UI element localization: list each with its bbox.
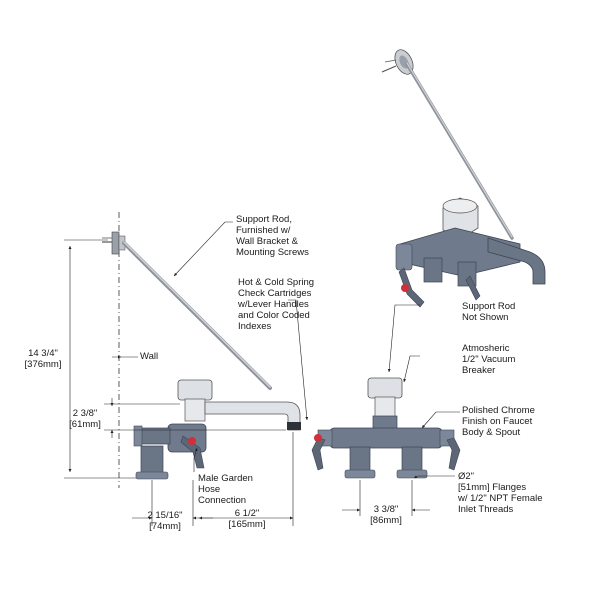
vacuum-breaker <box>177 379 213 401</box>
callout-rod-not-shown: Support Rod Not Shown <box>462 301 516 323</box>
dim-overall-height: 14 3/4" [376mm] <box>24 348 62 370</box>
callout-wall: Wall <box>140 351 159 362</box>
isometric-view <box>381 49 546 308</box>
dim-spout-reach: 6 1/2" [165mm] <box>228 508 266 530</box>
front-view <box>311 377 461 479</box>
inlet-side <box>140 445 164 475</box>
lever-handle-hot <box>311 437 326 471</box>
faucet-body-front <box>329 427 443 449</box>
callout-flanges: Ø2" [51mm] Flanges w/ 1/2" NPT Female In… <box>458 471 543 515</box>
dimension-lines <box>64 239 430 526</box>
leader-lines <box>112 221 460 479</box>
callout-vacuum-breaker: Atmosheric 1/2" Vacuum Breaker <box>462 343 516 376</box>
callout-male-hose: Male Garden Hose Connection <box>198 473 253 506</box>
faucet-body-side <box>167 423 207 453</box>
dim-spout-height: 2 3/8" [61mm] <box>69 408 101 430</box>
callout-support-rod: Support Rod, Furnished w/ Wall Bracket &… <box>236 214 309 258</box>
vacuum-breaker-front <box>367 377 403 399</box>
lever-handle-side <box>180 435 205 469</box>
wall-bracket <box>111 231 120 255</box>
side-view <box>102 212 301 488</box>
callout-chrome-finish: Polished Chrome Finish on Faucet Body & … <box>462 405 535 438</box>
lever-handle-cold <box>446 437 461 471</box>
lever-handle-3d-cold <box>465 275 481 301</box>
dim-centers: 3 3/8" [86mm] <box>370 504 402 526</box>
spout <box>204 401 301 431</box>
dim-wall-offset: 2 15/16" [74mm] <box>147 510 183 532</box>
lever-handle-3d-hot <box>398 267 425 308</box>
callout-check-cartridges: Hot & Cold Spring Check Cartridges w/Lev… <box>238 277 315 332</box>
